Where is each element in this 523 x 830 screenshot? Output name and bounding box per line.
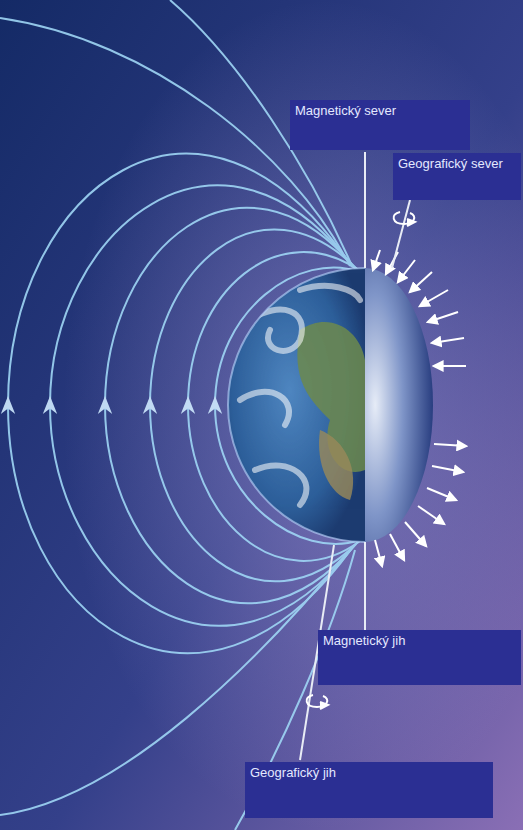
axis-label: Geografický sever: [398, 156, 516, 172]
label-box: Magnetický jih: [318, 630, 521, 685]
axis-label: Magnetický sever: [295, 103, 465, 119]
axis-label: Geografický jih: [250, 765, 488, 781]
label-box: Geografický sever: [393, 153, 521, 200]
axis-label: Magnetický jih: [323, 633, 516, 649]
label-box: Geografický jih: [245, 762, 493, 818]
label-box: Magnetický sever: [290, 100, 470, 150]
